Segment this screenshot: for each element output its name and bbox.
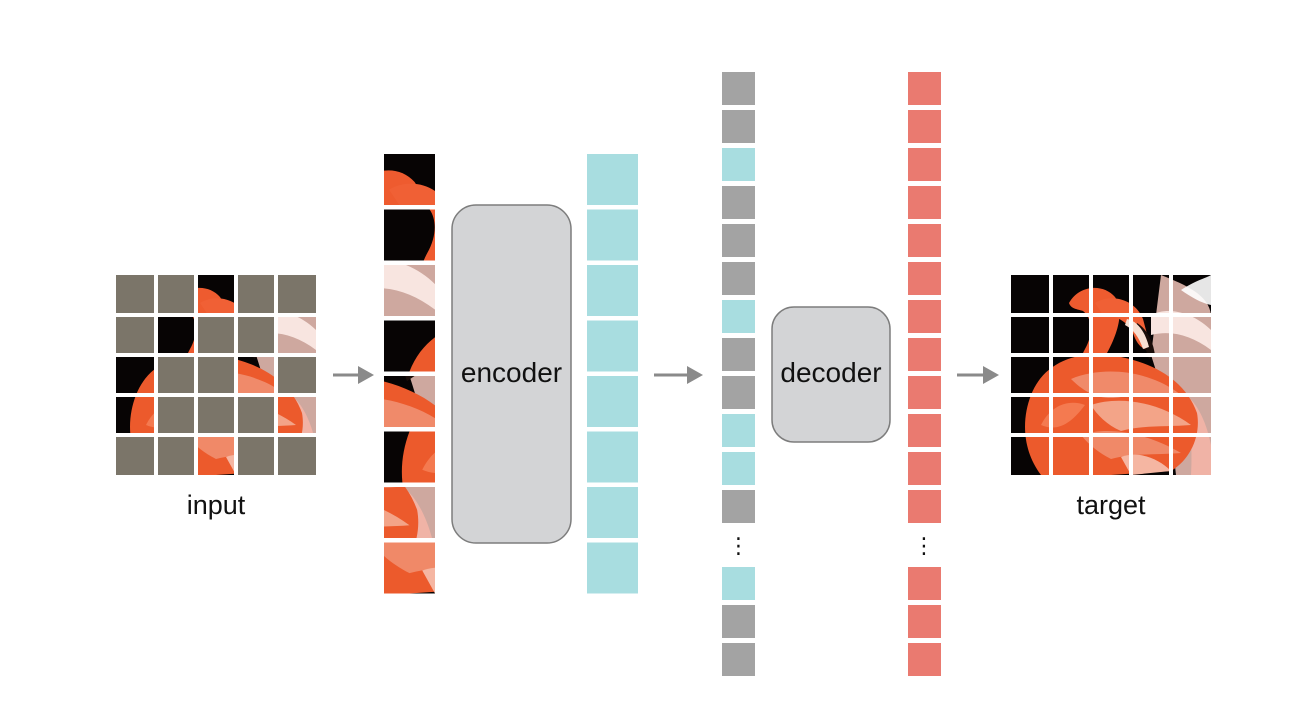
mask-token bbox=[722, 262, 755, 295]
grid-line bbox=[1011, 393, 1211, 397]
reconstructed-token bbox=[908, 567, 941, 600]
decoder-input-ellipsis: ⋮ bbox=[728, 533, 750, 558]
mask-token bbox=[722, 224, 755, 257]
masked-patch bbox=[276, 355, 316, 395]
target-grid-lines bbox=[1011, 275, 1211, 475]
decoder-box bbox=[771, 306, 891, 443]
masked-patch bbox=[156, 275, 196, 315]
masked-patch bbox=[116, 275, 156, 315]
masked-patch bbox=[276, 435, 316, 475]
grid-line bbox=[116, 353, 316, 357]
encoder-token bbox=[587, 376, 638, 427]
reconstructed-token bbox=[908, 300, 941, 333]
encoded-visible-token bbox=[722, 414, 755, 447]
mask-token bbox=[722, 490, 755, 523]
grid-line bbox=[116, 433, 316, 437]
input-mask-patches bbox=[116, 275, 316, 475]
masked-patch bbox=[196, 355, 236, 395]
reconstructed-token bbox=[908, 452, 941, 485]
encoder-token bbox=[587, 154, 638, 205]
masked-patch bbox=[116, 435, 156, 475]
grid-line bbox=[1011, 313, 1211, 317]
decoder-input-tokens bbox=[722, 72, 755, 676]
arrow-input-to-patches bbox=[333, 366, 374, 384]
reconstructed-token bbox=[908, 224, 941, 257]
encoder-token bbox=[587, 542, 638, 594]
masked-patch bbox=[156, 355, 196, 395]
reconstructed-token bbox=[908, 605, 941, 638]
grid-line bbox=[154, 275, 158, 475]
reconstructed-token bbox=[908, 643, 941, 676]
grid-line bbox=[1129, 275, 1133, 475]
reconstructed-token bbox=[908, 490, 941, 523]
grid-line bbox=[1049, 275, 1053, 475]
grid-line bbox=[116, 313, 316, 317]
grid-line bbox=[194, 275, 198, 475]
reconstructed-token bbox=[908, 376, 941, 409]
mask-token bbox=[722, 643, 755, 676]
arrow-encoder-to-decoder-input bbox=[654, 366, 703, 384]
target-label: target bbox=[1076, 490, 1146, 520]
reconstructed-token bbox=[908, 414, 941, 447]
decoder-output-tokens bbox=[908, 72, 941, 676]
reconstructed-token bbox=[908, 262, 941, 295]
encoder-output-tokens bbox=[587, 154, 638, 594]
grid-line bbox=[1011, 433, 1211, 437]
encoder-label: encoder bbox=[461, 357, 562, 388]
decoder-label: decoder bbox=[780, 357, 881, 388]
mask-token bbox=[722, 605, 755, 638]
reconstructed-token bbox=[908, 186, 941, 219]
decoder-output-ellipsis: ⋮ bbox=[913, 533, 935, 558]
encoded-visible-token bbox=[722, 148, 755, 181]
encoded-visible-token bbox=[722, 300, 755, 333]
encoder-token bbox=[587, 265, 638, 316]
masked-patch bbox=[236, 395, 276, 435]
grid-line bbox=[116, 393, 316, 397]
mask-token bbox=[722, 338, 755, 371]
grid-line bbox=[274, 275, 278, 475]
masked-patch bbox=[196, 395, 236, 435]
reconstructed-token bbox=[908, 110, 941, 143]
encoder-token bbox=[587, 431, 638, 483]
mask-token bbox=[722, 110, 755, 143]
encoder-token bbox=[587, 487, 638, 538]
masked-patch bbox=[156, 435, 196, 475]
masked-patch bbox=[156, 395, 196, 435]
encoder-token bbox=[587, 209, 638, 261]
encoded-visible-token bbox=[722, 452, 755, 485]
input-image bbox=[116, 275, 316, 475]
grid-line bbox=[234, 275, 238, 475]
grid-line bbox=[1089, 275, 1093, 475]
masked-patch bbox=[236, 275, 276, 315]
masked-patch bbox=[116, 315, 156, 355]
arrow-decoder-to-target bbox=[957, 366, 999, 384]
input-label: input bbox=[187, 490, 246, 520]
grid-line bbox=[1169, 275, 1173, 475]
encoder-token bbox=[587, 320, 638, 372]
masked-patch bbox=[236, 315, 276, 355]
grid-line bbox=[1011, 353, 1211, 357]
masked-patch bbox=[236, 435, 276, 475]
target-image bbox=[1011, 275, 1211, 475]
reconstructed-token bbox=[908, 72, 941, 105]
encoder-box bbox=[451, 204, 572, 544]
masked-patch bbox=[276, 275, 316, 315]
mask-token bbox=[722, 376, 755, 409]
reconstructed-token bbox=[908, 148, 941, 181]
encoded-visible-token bbox=[722, 567, 755, 600]
masked-patch bbox=[196, 315, 236, 355]
input-grid-lines bbox=[116, 275, 316, 475]
mask-token bbox=[722, 72, 755, 105]
mask-token bbox=[722, 186, 755, 219]
reconstructed-token bbox=[908, 338, 941, 371]
